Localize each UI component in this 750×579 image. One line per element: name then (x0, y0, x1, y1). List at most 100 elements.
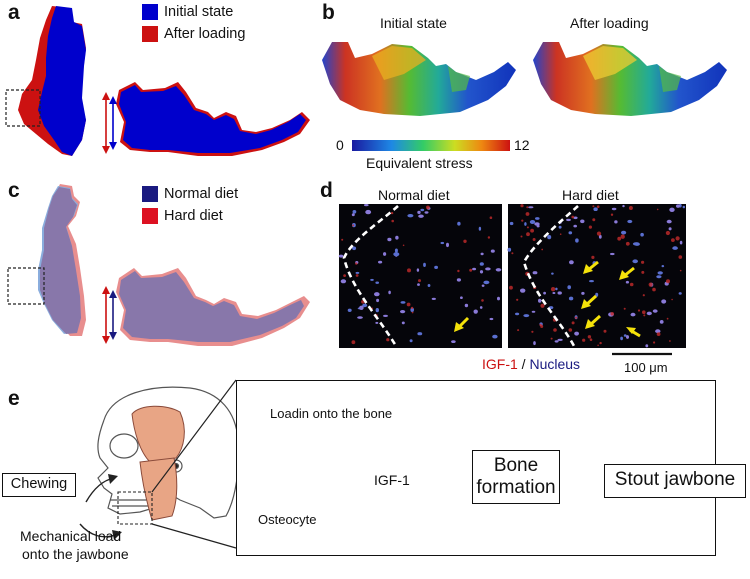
igf1-signal (343, 274, 346, 277)
igf1-signal (390, 211, 394, 215)
nucleus-dot (340, 279, 347, 284)
nucleus-dot (646, 311, 652, 316)
nucleus-dot (378, 260, 383, 264)
nucleus-dot (632, 242, 639, 246)
nucleus-dot (431, 297, 436, 300)
nucleus-dot (376, 298, 380, 303)
igf-arrows (454, 260, 641, 338)
panel-d-title-hard: Hard diet (562, 187, 619, 203)
nucleus-dot (524, 222, 527, 226)
nucleus-dot (621, 230, 627, 235)
igf1-signal (592, 205, 595, 208)
nucleus-dot (507, 247, 512, 252)
nucleus-dot (657, 271, 663, 275)
nucleus-dot (580, 219, 585, 224)
stain-nucleus: Nucleus (529, 356, 581, 372)
nucleus-dot (661, 299, 667, 304)
igf1-signal (571, 321, 575, 325)
igf1-signal (656, 332, 661, 336)
nucleus-dot (669, 207, 675, 212)
nucleus-dot (574, 331, 579, 336)
nucleus-dot (375, 308, 379, 313)
igf1-signal (666, 279, 670, 284)
nucleus-dot (460, 296, 463, 300)
nucleus-dot (490, 249, 495, 253)
nucleus-dot (387, 237, 392, 242)
igf1-signal (410, 306, 414, 310)
colorbar-min: 0 (336, 137, 344, 153)
igf1-signal (540, 303, 545, 308)
nucleus-dot (547, 235, 552, 240)
nucleus-dot (611, 207, 617, 211)
igf1-signal (597, 344, 599, 347)
nucleus-dot (495, 268, 502, 272)
masseter-muscle (139, 457, 178, 521)
nucleus-dot (423, 262, 426, 267)
legend-swatch-normal-diet (142, 186, 158, 202)
igf1-signal (641, 260, 645, 264)
panel-a-label: a (8, 1, 20, 24)
nucleus-dot (523, 314, 530, 318)
igf1-signal (625, 241, 630, 246)
micrograph-normal (339, 204, 502, 348)
igf1-signal (559, 233, 562, 235)
nucleus-dot (573, 216, 578, 220)
igf1-signal (540, 325, 544, 328)
nucleus-dot (480, 252, 484, 256)
igf1-signal (652, 287, 656, 292)
legend-swatch-initial (142, 4, 158, 20)
nucleus-dot (567, 285, 571, 290)
igf1-signal (352, 224, 355, 227)
legend-label-hard-diet: Hard diet (164, 208, 223, 224)
nucleus-dot (626, 335, 629, 339)
nucleus-dot (409, 339, 413, 343)
igf1-signal (355, 262, 358, 265)
nucleus-dot (575, 238, 579, 243)
nucleus-dot (622, 204, 625, 208)
legend-swatch-after-loading (142, 26, 158, 42)
panel-e-zoom-box (117, 491, 153, 525)
nucleus-dot (417, 332, 423, 336)
nucleus-dot (355, 271, 360, 274)
nucleus-dot (478, 226, 482, 231)
igf1-signal (596, 205, 600, 208)
igf1-signal (406, 302, 411, 307)
igf1-signal (679, 269, 682, 272)
bone-formation-line2: formation (476, 477, 556, 498)
bone-formation-line1: Bone (493, 455, 539, 476)
mech-load-line1: Mechanical load (20, 528, 122, 544)
nucleus-dot (364, 204, 369, 207)
nucleus-dot (464, 303, 469, 308)
nucleus-dot (357, 316, 363, 319)
colorbar-max: 12 (514, 137, 530, 153)
igf1-signal (402, 244, 405, 247)
panel-d-label: d (320, 179, 333, 202)
igf1-signal (520, 235, 523, 238)
nucleus-dot (640, 232, 644, 237)
igf1-signal (568, 328, 573, 332)
igf1-signal (355, 274, 359, 277)
nucleus-dot (351, 213, 355, 217)
nucleus-dot (555, 287, 558, 291)
legend-label-after-loading: After loading (164, 26, 246, 42)
nucleus-dot (661, 265, 665, 268)
nucleus-dot (395, 235, 399, 240)
nucleus-dot (682, 205, 685, 209)
igf1-signal (511, 252, 514, 255)
nucleus-dot (566, 218, 571, 222)
igf1-signal (641, 270, 645, 274)
nucleus-dot (632, 259, 638, 264)
nucleus-dot (393, 252, 400, 257)
nucleus-dot (485, 267, 491, 271)
osteocyte-label: Osteocyte (258, 512, 317, 527)
igf1-signal (592, 218, 596, 222)
nucleus-dot (497, 296, 500, 301)
igf1-signal (671, 238, 675, 243)
igf1-signal (643, 314, 646, 317)
nucleus-dot (383, 252, 387, 256)
igf1-label: IGF-1 (374, 472, 410, 488)
igf1-signal (530, 228, 534, 233)
nucleus-dot (533, 341, 536, 346)
